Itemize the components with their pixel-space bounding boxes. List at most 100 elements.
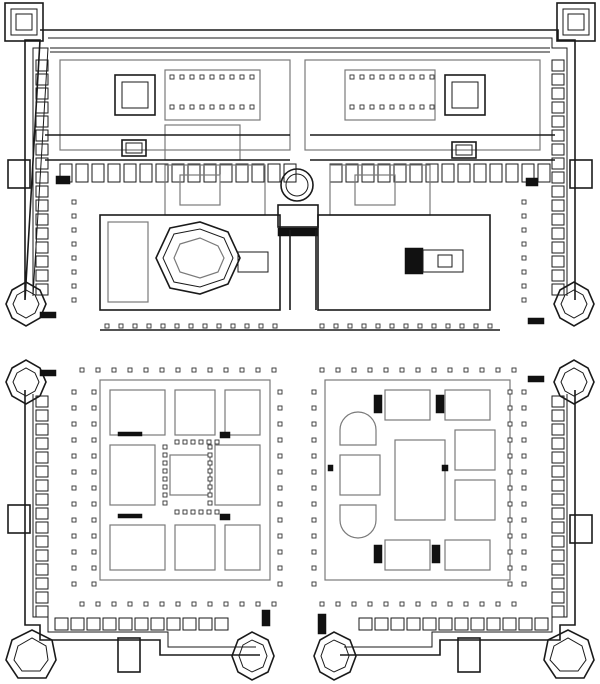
cell bbox=[102, 617, 117, 631]
cell bbox=[35, 451, 49, 464]
cell bbox=[203, 163, 217, 183]
cell bbox=[551, 213, 565, 226]
cell bbox=[551, 227, 565, 240]
cell bbox=[534, 617, 549, 631]
cell bbox=[425, 163, 439, 183]
pillar bbox=[399, 104, 405, 110]
pillar bbox=[91, 405, 97, 411]
colonnade-pillars bbox=[71, 74, 527, 607]
pillar bbox=[71, 549, 77, 555]
pillar bbox=[399, 601, 405, 607]
cell bbox=[187, 163, 201, 183]
pillar bbox=[409, 74, 415, 80]
pillar bbox=[277, 565, 283, 571]
pillar bbox=[507, 517, 513, 523]
wall-tower-west-lower bbox=[7, 504, 31, 534]
cell bbox=[35, 493, 49, 506]
pillar bbox=[277, 517, 283, 523]
pillar bbox=[91, 581, 97, 587]
pillar bbox=[349, 74, 355, 80]
pillar bbox=[179, 74, 185, 80]
tower-south-center-east bbox=[313, 631, 357, 681]
tower-west-south bbox=[5, 359, 47, 405]
cell bbox=[457, 163, 471, 183]
cell bbox=[35, 101, 49, 114]
cell bbox=[377, 163, 391, 183]
pillar bbox=[349, 104, 355, 110]
cell bbox=[35, 521, 49, 534]
cell bbox=[358, 617, 373, 631]
quadrant-north-east bbox=[55, 59, 555, 311]
quadrant-south-west bbox=[99, 379, 271, 581]
pillar bbox=[319, 601, 325, 607]
pillar bbox=[91, 453, 97, 459]
pillar bbox=[507, 565, 513, 571]
cell bbox=[518, 617, 533, 631]
pillar bbox=[319, 323, 325, 329]
pillar bbox=[207, 460, 213, 466]
pillar bbox=[229, 104, 235, 110]
pillar bbox=[277, 485, 283, 491]
pillar bbox=[249, 104, 255, 110]
pillar bbox=[198, 509, 204, 515]
tower-east-north bbox=[553, 281, 595, 327]
pillar bbox=[214, 509, 220, 515]
pillar bbox=[495, 367, 501, 373]
cell bbox=[329, 163, 343, 183]
pillar bbox=[162, 484, 168, 490]
cell bbox=[441, 163, 455, 183]
central-passage bbox=[100, 230, 500, 331]
pillar bbox=[311, 453, 317, 459]
pillar bbox=[182, 439, 188, 445]
cell bbox=[35, 143, 49, 156]
cell bbox=[537, 163, 551, 183]
pillar bbox=[71, 485, 77, 491]
pillar bbox=[463, 601, 469, 607]
pillar bbox=[311, 469, 317, 475]
pillar bbox=[91, 485, 97, 491]
pillar bbox=[79, 601, 85, 607]
cell bbox=[75, 163, 89, 183]
cell bbox=[123, 163, 137, 183]
quadrant-north-west bbox=[45, 59, 319, 311]
pillar bbox=[71, 469, 77, 475]
pillar bbox=[311, 421, 317, 427]
pillar bbox=[223, 367, 229, 373]
pillar bbox=[71, 453, 77, 459]
cell bbox=[182, 617, 197, 631]
cell bbox=[551, 255, 565, 268]
pillar bbox=[521, 389, 527, 395]
cell bbox=[171, 163, 185, 183]
pillar bbox=[175, 601, 181, 607]
pillar bbox=[162, 492, 168, 498]
pillar bbox=[71, 269, 77, 275]
cell bbox=[267, 163, 281, 183]
pillar bbox=[277, 421, 283, 427]
cell bbox=[139, 163, 153, 183]
south-range-cells bbox=[54, 163, 551, 631]
cell bbox=[406, 617, 421, 631]
pillar bbox=[216, 323, 222, 329]
pillar bbox=[473, 323, 479, 329]
cell bbox=[551, 143, 565, 156]
pillar bbox=[207, 452, 213, 458]
cell bbox=[551, 171, 565, 184]
west-range-cells bbox=[35, 59, 49, 618]
pillar bbox=[71, 437, 77, 443]
pillar bbox=[207, 367, 213, 373]
cell bbox=[551, 437, 565, 450]
pillar bbox=[311, 501, 317, 507]
cell bbox=[35, 269, 49, 282]
pillar bbox=[179, 104, 185, 110]
pillar bbox=[521, 565, 527, 571]
pillar bbox=[277, 549, 283, 555]
pillar bbox=[189, 104, 195, 110]
cell bbox=[35, 199, 49, 212]
pillar bbox=[277, 389, 283, 395]
pillar bbox=[191, 601, 197, 607]
pillar bbox=[521, 199, 527, 205]
wall-tower-east-lower bbox=[569, 514, 593, 544]
pillar bbox=[447, 367, 453, 373]
cell bbox=[454, 617, 469, 631]
cell bbox=[551, 577, 565, 590]
